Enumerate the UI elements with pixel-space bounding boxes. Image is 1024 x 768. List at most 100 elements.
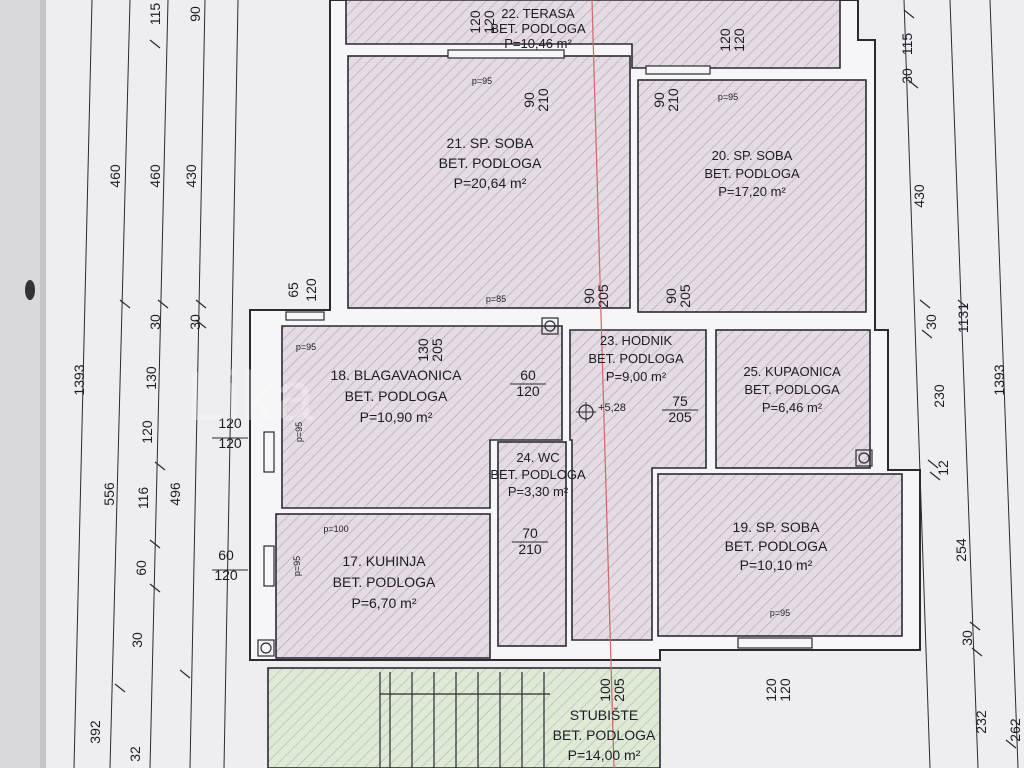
opening-height: 205 — [595, 284, 611, 308]
room-stubiste — [267, 667, 661, 768]
room-area: P=6,46 m² — [762, 400, 823, 415]
right-dim-col3-0: 1393 — [991, 364, 1007, 395]
opening-height: 120 — [516, 383, 540, 399]
room-name: STUBIŠTE — [570, 707, 638, 723]
room-sp-soba-20 — [637, 79, 867, 313]
room-floor: BET. PODLOGA — [553, 727, 656, 743]
room-floor: BET. PODLOGA — [725, 538, 828, 554]
room-floor: BET. PODLOGA — [744, 382, 840, 397]
right-dimension-lines — [903, 0, 1019, 768]
room-floor: BET. PODLOGA — [345, 388, 448, 404]
room-name: 24. WC — [516, 450, 559, 465]
opening-height: 205 — [429, 338, 445, 362]
room-floor: BET. PODLOGA — [490, 467, 586, 482]
left-dim-col1-0: 1393 — [71, 364, 87, 395]
room-name: 18. BLAGAVAONICA — [331, 367, 463, 383]
room-name: 20. SP. SOBA — [712, 148, 793, 163]
sill-height-label: p=95 — [294, 422, 304, 442]
left-dim-col2-0: 460 — [107, 164, 123, 188]
room-area: P=9,00 m² — [606, 369, 667, 384]
opening-width: 130 — [415, 338, 431, 362]
sill-height-label: p=85 — [486, 294, 506, 304]
windows — [263, 49, 813, 649]
room-floor: BET. PODLOGA — [490, 21, 586, 36]
room-name: 21. SP. SOBA — [447, 135, 535, 151]
level-mark-text: +5,28 — [598, 402, 626, 414]
watermark-text: Lika — [186, 357, 314, 435]
left-dim-col3-0: 115 — [147, 3, 163, 26]
room-blagavaonica — [281, 325, 563, 509]
room-floor: BET. PODLOGA — [704, 166, 800, 181]
room-kupaonica — [715, 329, 871, 469]
opening-height: 210 — [665, 88, 681, 112]
stair-treads — [379, 672, 550, 768]
room-label-sp-soba-19: 19. SP. SOBA BET. PODLOGA P=10,10 m² — [725, 519, 828, 573]
right-dim-col3-1: 262 — [1007, 718, 1023, 742]
room-area: P=3,30 m² — [508, 484, 569, 499]
opening-width: 90 — [663, 288, 679, 304]
left-dim-col6-0: 120 — [218, 415, 242, 431]
opening-width: 120 — [467, 10, 483, 34]
opening-width: 90 — [651, 92, 667, 108]
opening-width: 60 — [520, 367, 536, 383]
opening-width: 90 — [521, 92, 537, 108]
opening-width: 120 — [763, 678, 779, 702]
right-dim-col1-1: 115 — [899, 33, 915, 56]
sill-height-label: p=95 — [718, 92, 738, 102]
right-dim-col1-7: 30 — [959, 630, 975, 646]
room-area: P=6,70 m² — [352, 595, 417, 611]
left-dim-col3-4: 120 — [139, 420, 155, 444]
binder-ring — [25, 280, 35, 300]
opening-width: 70 — [522, 525, 538, 541]
opening-height: 210 — [535, 88, 551, 112]
room-name: 19. SP. SOBA — [733, 519, 821, 535]
right-dim-col1-3: 30 — [923, 314, 939, 330]
left-dim-col3-1: 460 — [147, 164, 163, 188]
left-dim-col5-2: 120 — [303, 278, 319, 302]
opening-width: 120 — [717, 28, 733, 52]
right-dim-col1-5: 12 — [935, 460, 951, 476]
opening-height: 120 — [777, 678, 793, 702]
room-label-wc: 24. WC BET. PODLOGA P=3,30 m² — [490, 450, 586, 499]
sill-height-label: p=95 — [296, 342, 316, 352]
right-dim-col1-4: 230 — [931, 384, 947, 408]
room-sp-soba-19 — [657, 473, 903, 637]
right-dim-col2-0: 1131 — [955, 303, 971, 333]
left-dimension-lines — [73, 0, 239, 768]
opening-width: 75 — [672, 393, 688, 409]
opening-height: 120 — [731, 28, 747, 52]
room-area: P=10,10 m² — [740, 557, 813, 573]
left-dim-col4-0: 90 — [187, 6, 203, 22]
vent-markers — [257, 317, 873, 657]
left-dim-col6-2: 60 — [218, 547, 234, 563]
room-name: 17. KUHINJA — [342, 553, 426, 569]
opening-height: 205 — [677, 284, 693, 308]
opening-height: 205 — [611, 678, 627, 702]
left-dim-col5-1: 65 — [285, 282, 301, 298]
room-label-stubiste: STUBIŠTE BET. PODLOGA P=14,00 m² — [553, 707, 656, 763]
opening-width: 100 — [597, 678, 613, 702]
sill-height-label: p=95 — [472, 76, 492, 86]
left-dim-col3-3: 130 — [143, 366, 159, 390]
right-dim-col1-0: 30 — [899, 68, 915, 84]
opening-width: 90 — [581, 288, 597, 304]
right-dim-col1-2: 430 — [911, 184, 927, 208]
opening-height: 210 — [518, 541, 542, 557]
left-dim-col5-0: 30 — [187, 314, 203, 330]
room-area: P=14,00 m² — [568, 747, 641, 763]
left-dim-col3-6: 60 — [133, 560, 149, 576]
left-dim-col4-1: 430 — [183, 164, 199, 188]
room-sp-soba-21 — [347, 55, 631, 309]
